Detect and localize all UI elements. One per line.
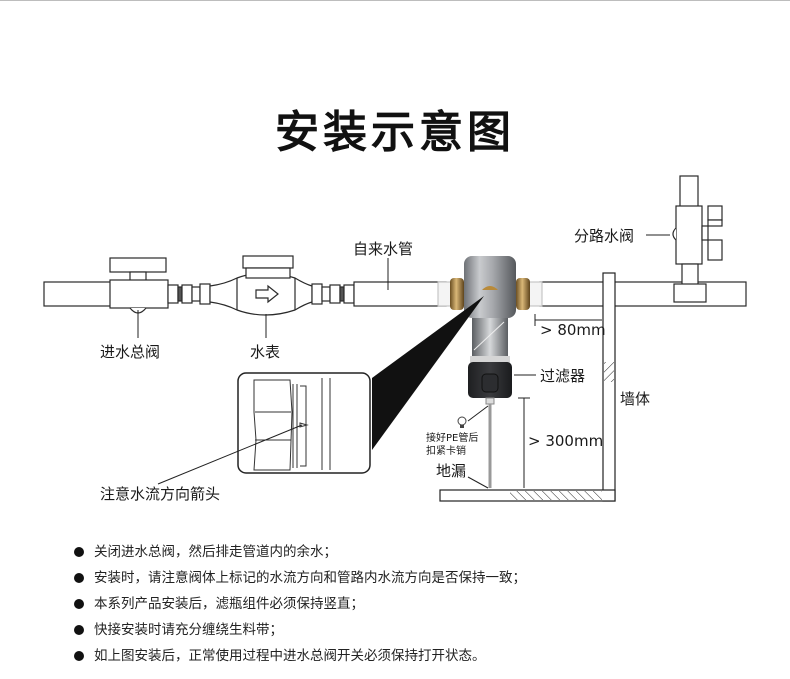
filter-bowl <box>472 318 508 358</box>
note-item: 快接安装时请充分缠绕生料带； <box>72 619 526 645</box>
label-branch-valve: 分路水阀 <box>574 227 634 245</box>
lightbulb-icon <box>457 416 467 428</box>
label-floor-drain: 地漏 <box>436 462 466 480</box>
label-filter: 过滤器 <box>540 367 585 385</box>
flow-arrow-detail <box>237 372 371 474</box>
wall-hatch <box>604 362 614 382</box>
drain-button <box>481 373 499 393</box>
label-pe-note-1: 接好PE管后 <box>426 431 478 444</box>
label-main-inlet-valve: 进水总阀 <box>100 343 160 361</box>
pipe-fitting <box>527 281 543 307</box>
page-title: 安装示意图 <box>275 107 515 158</box>
branch-valve <box>672 175 723 303</box>
main-inlet-valve <box>109 257 169 314</box>
label-leaders <box>137 234 670 489</box>
brand-logo-icon <box>482 286 498 290</box>
label-clearance-side: > 80mm <box>540 321 606 339</box>
label-water-meter: 水表 <box>250 343 280 361</box>
wall <box>602 272 616 502</box>
label-clearance-bottom: > 300mm <box>528 432 603 450</box>
pipe-segment <box>43 281 115 307</box>
note-item: 安装时，请注意阀体上标记的水流方向和管路内水流方向是否保持一致； <box>72 567 526 593</box>
label-wall: 墙体 <box>620 390 650 408</box>
flow-arrow-icon <box>255 284 279 304</box>
pipe-segment <box>539 281 747 307</box>
water-meter <box>209 255 313 316</box>
pipe-fitting <box>437 281 453 307</box>
installation-diagram: 进水总阀 水表 自来水管 分路水阀 > 80mm 过滤器 墙体 > 300mm … <box>43 175 747 503</box>
label-tap-water-pipe: 自来水管 <box>353 240 413 258</box>
installation-notes: 关闭进水总阀，然后排走管道内的余水； 安装时，请注意阀体上标记的水流方向和管路内… <box>72 541 526 671</box>
top-border <box>0 0 790 1</box>
dimension-lines <box>518 314 602 488</box>
note-item: 本系列产品安装后，滤瓶组件必须保持竖直； <box>72 593 526 619</box>
label-flow-arrow-note: 注意水流方向箭头 <box>100 485 220 503</box>
pipeline <box>43 175 747 316</box>
leader-line <box>157 424 303 485</box>
note-item: 关闭进水总阀，然后排走管道内的余水； <box>72 541 526 567</box>
note-item: 如上图安装后，正常使用过程中进水总阀开关必须保持打开状态。 <box>72 645 526 671</box>
floor-hatch <box>510 491 602 500</box>
label-pe-note-2: 扣紧卡销 <box>426 444 466 457</box>
callout-beam <box>372 296 484 450</box>
pipe-segment <box>353 281 447 307</box>
